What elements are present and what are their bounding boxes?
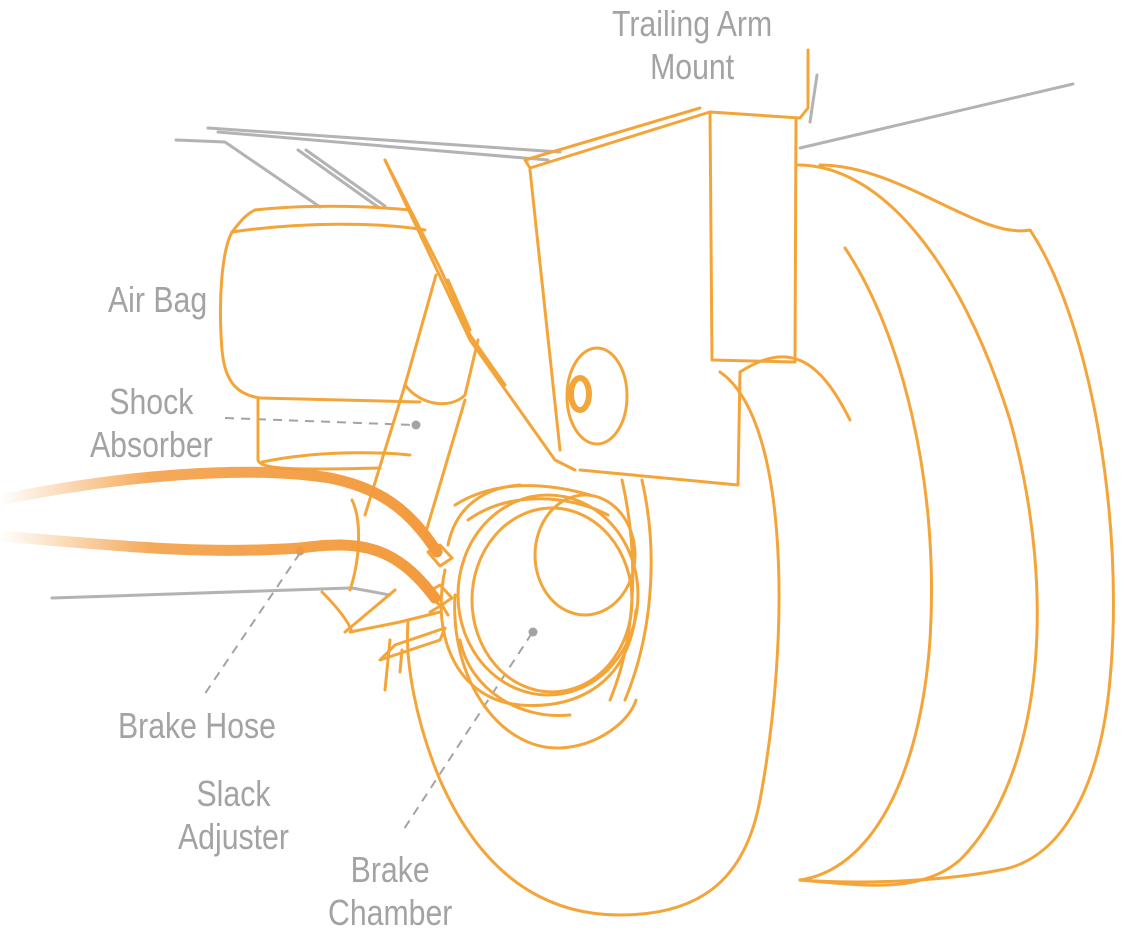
- shock-absorber-dot: [411, 420, 421, 430]
- label-slack-adjuster-line2: Adjuster: [178, 816, 289, 857]
- tire-outer: [738, 163, 1115, 887]
- trailing-arm-mount: [383, 48, 810, 487]
- label-brake-hose-line1: Brake Hose: [118, 705, 276, 746]
- label-air-bag: Air Bag: [108, 278, 207, 321]
- label-brake-hose: Brake Hose: [118, 704, 276, 747]
- trailer-frame: [50, 73, 1075, 600]
- tire-inner: [406, 370, 781, 917]
- brake-hose: [0, 466, 443, 604]
- label-shock-absorber-line1: Shock: [109, 381, 194, 422]
- label-trailing-arm-mount-line1: Trailing Arm: [612, 3, 773, 44]
- brake-chamber: [439, 483, 640, 750]
- label-slack-adjuster-line1: Slack: [196, 773, 271, 814]
- shock-absorber-leader: [224, 417, 415, 426]
- label-slack-adjuster: Slack Adjuster: [178, 772, 289, 858]
- label-air-bag-line1: Air Bag: [108, 279, 208, 320]
- brake-hose-leader: [201, 552, 301, 699]
- shock-absorber: [363, 273, 480, 537]
- slack-adjuster: [378, 626, 447, 692]
- brake-chamber-leader: [401, 632, 533, 833]
- axle-beam: [320, 498, 442, 634]
- brake-chamber-dot: [528, 627, 538, 637]
- air-bag: [218, 204, 427, 471]
- label-brake-chamber-line1: Brake: [350, 849, 430, 890]
- label-shock-absorber: Shock Absorber: [90, 380, 213, 466]
- label-trailing-arm-mount-line2: Mount: [650, 46, 735, 87]
- label-brake-chamber: Brake Chamber: [328, 848, 452, 934]
- label-brake-chamber-line2: Chamber: [328, 892, 453, 933]
- label-shock-absorber-line2: Absorber: [90, 424, 213, 465]
- label-trailing-arm-mount: Trailing Arm Mount: [612, 2, 772, 88]
- leader-lines: [201, 417, 533, 833]
